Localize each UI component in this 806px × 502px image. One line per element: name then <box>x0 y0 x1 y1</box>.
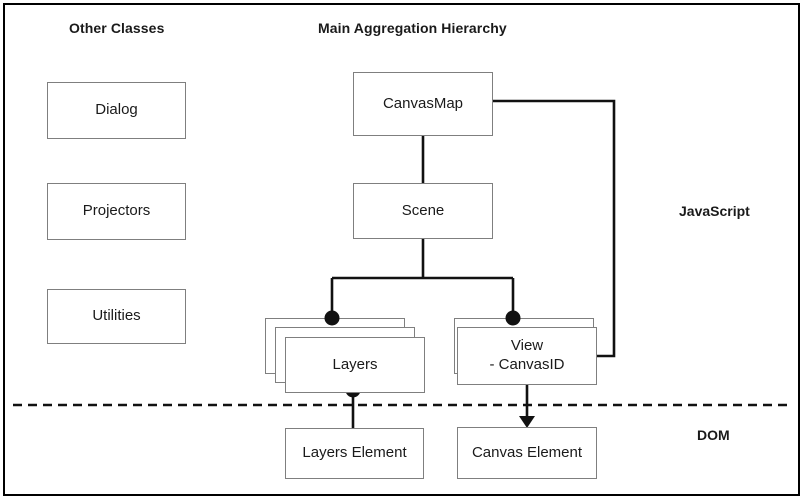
class-box-utilities[interactable]: Utilities <box>47 289 186 344</box>
class-box-dialog-label: Dialog <box>95 101 138 119</box>
class-box-canvasmap-label: CanvasMap <box>382 94 464 112</box>
class-box-canvasmap[interactable]: CanvasMap <box>353 72 493 136</box>
class-box-canvas-element[interactable]: Canvas Element <box>457 427 597 479</box>
class-box-projectors[interactable]: Projectors <box>47 183 186 240</box>
layer-label-javascript: JavaScript <box>679 203 750 219</box>
class-box-layers-element[interactable]: Layers Element <box>285 428 424 479</box>
class-box-canvas-element-label: Canvas Element <box>471 443 583 461</box>
class-box-layers-element-label: Layers Element <box>302 444 407 462</box>
layer-label-dom: DOM <box>697 427 730 443</box>
class-box-dialog[interactable]: Dialog <box>47 82 186 139</box>
class-box-view-label: View - CanvasID <box>489 337 565 373</box>
class-box-layers[interactable]: Layers <box>285 337 425 393</box>
heading-main-aggregation-hierarchy: Main Aggregation Hierarchy <box>318 20 507 36</box>
class-box-scene-label: Scene <box>401 201 445 219</box>
heading-other-classes: Other Classes <box>69 20 165 36</box>
class-box-scene[interactable]: Scene <box>353 183 493 239</box>
class-box-layers-label: Layers <box>332 355 378 373</box>
class-box-utilities-label: Utilities <box>92 307 141 325</box>
class-box-view[interactable]: View - CanvasID <box>457 327 597 385</box>
diagram-frame-border <box>3 3 800 496</box>
class-box-projectors-label: Projectors <box>82 202 151 220</box>
